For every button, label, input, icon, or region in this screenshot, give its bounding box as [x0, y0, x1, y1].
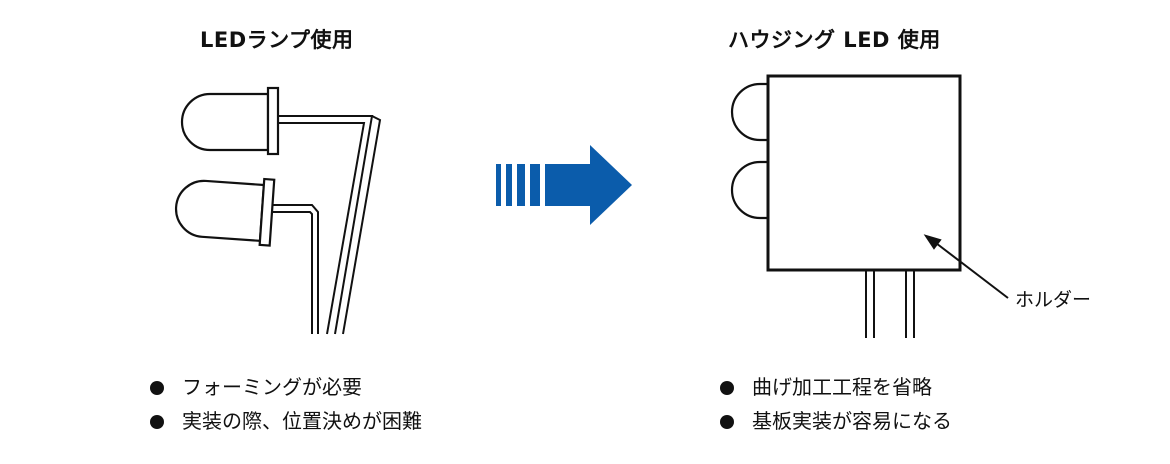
bullet-icon [720, 381, 734, 395]
holder-pointer-arrow [923, 234, 1009, 299]
list-item: 実装の際、位置決めが困難 [150, 404, 422, 438]
bullet-icon [150, 415, 164, 429]
led-lamp-upper [180, 86, 280, 156]
led-lead-upper [278, 115, 382, 335]
bullet-text: フォーミングが必要 [182, 375, 362, 399]
led-lead-lower [272, 204, 319, 334]
list-item: フォーミングが必要 [150, 370, 422, 404]
right-bullet-list: 曲げ加工工程を省略 基板実装が容易になる [720, 370, 952, 438]
bullet-text: 曲げ加工工程を省略 [752, 375, 932, 399]
bullet-text: 基板実装が容易になる [752, 409, 952, 433]
holder-label: ホルダー [1015, 289, 1092, 311]
bullet-text: 実装の際、位置決めが困難 [182, 409, 422, 433]
bullet-icon [720, 415, 734, 429]
right-title: ハウジング LED 使用 [728, 28, 941, 52]
left-title: LEDランプ使用 [200, 28, 354, 52]
left-bullet-list: フォーミングが必要 実装の際、位置決めが困難 [150, 370, 422, 438]
bullet-icon [150, 381, 164, 395]
housing-leads [865, 270, 915, 338]
striped-right-arrow-icon [496, 145, 632, 225]
led-lamp-lower [175, 177, 276, 247]
list-item: 基板実装が容易になる [720, 404, 952, 438]
housing-led-domes [730, 82, 770, 220]
list-item: 曲げ加工工程を省略 [720, 370, 952, 404]
